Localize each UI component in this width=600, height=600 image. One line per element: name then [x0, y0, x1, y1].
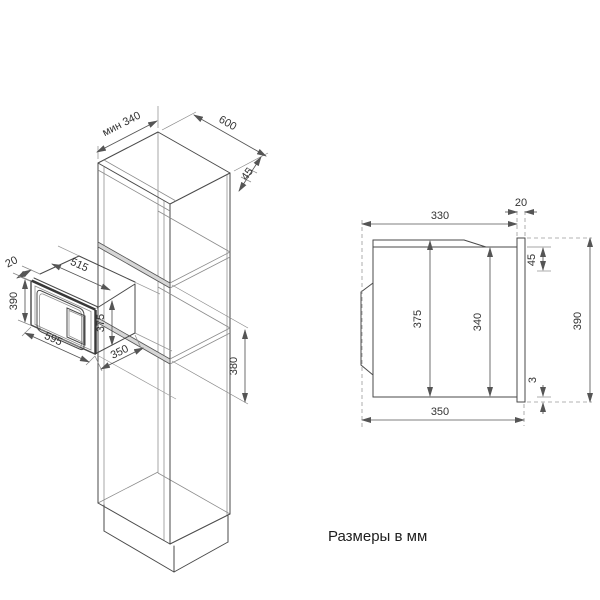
dim-side-front-opening-height: 340	[472, 313, 484, 331]
dim-side-top-clearance: 45	[526, 254, 538, 266]
dim-cabinet-depth-min: мин 340	[101, 110, 143, 139]
side-view-dimensions: 330 20 45 375 340 390 3 350	[361, 197, 593, 423]
dim-side-frame-height: 390	[572, 312, 584, 330]
dim-side-body-depth: 330	[431, 210, 449, 222]
dim-cabinet-front-frame: 45	[239, 166, 256, 183]
dim-side-frame-thickness: 20	[515, 197, 527, 209]
dim-cabinet-width: 600	[217, 114, 239, 134]
iso-cabinet-wireframe	[97, 131, 231, 545]
iso-cabinet-shelves	[97, 210, 231, 365]
caption-units: Размеры в мм	[328, 528, 427, 545]
iso-cabinet-plinth	[103, 504, 229, 573]
dim-microwave-overhang: 20	[3, 254, 19, 270]
side-view-outline	[360, 208, 592, 427]
iso-dimensions: мин 340 600 45 380 20 515 390 375	[3, 106, 269, 405]
dim-niche-height: 380	[228, 357, 240, 375]
dim-side-cavity-height: 375	[412, 310, 424, 328]
dim-microwave-depth: 350	[109, 343, 131, 362]
dim-side-bottom-gap: 3	[527, 377, 539, 383]
dim-side-total-depth: 350	[431, 406, 449, 418]
dim-microwave-cavity-height: 375	[95, 314, 107, 332]
dim-microwave-height: 390	[8, 292, 20, 310]
dim-microwave-cavity-width: 515	[68, 256, 90, 274]
dim-microwave-width: 595	[42, 330, 64, 348]
